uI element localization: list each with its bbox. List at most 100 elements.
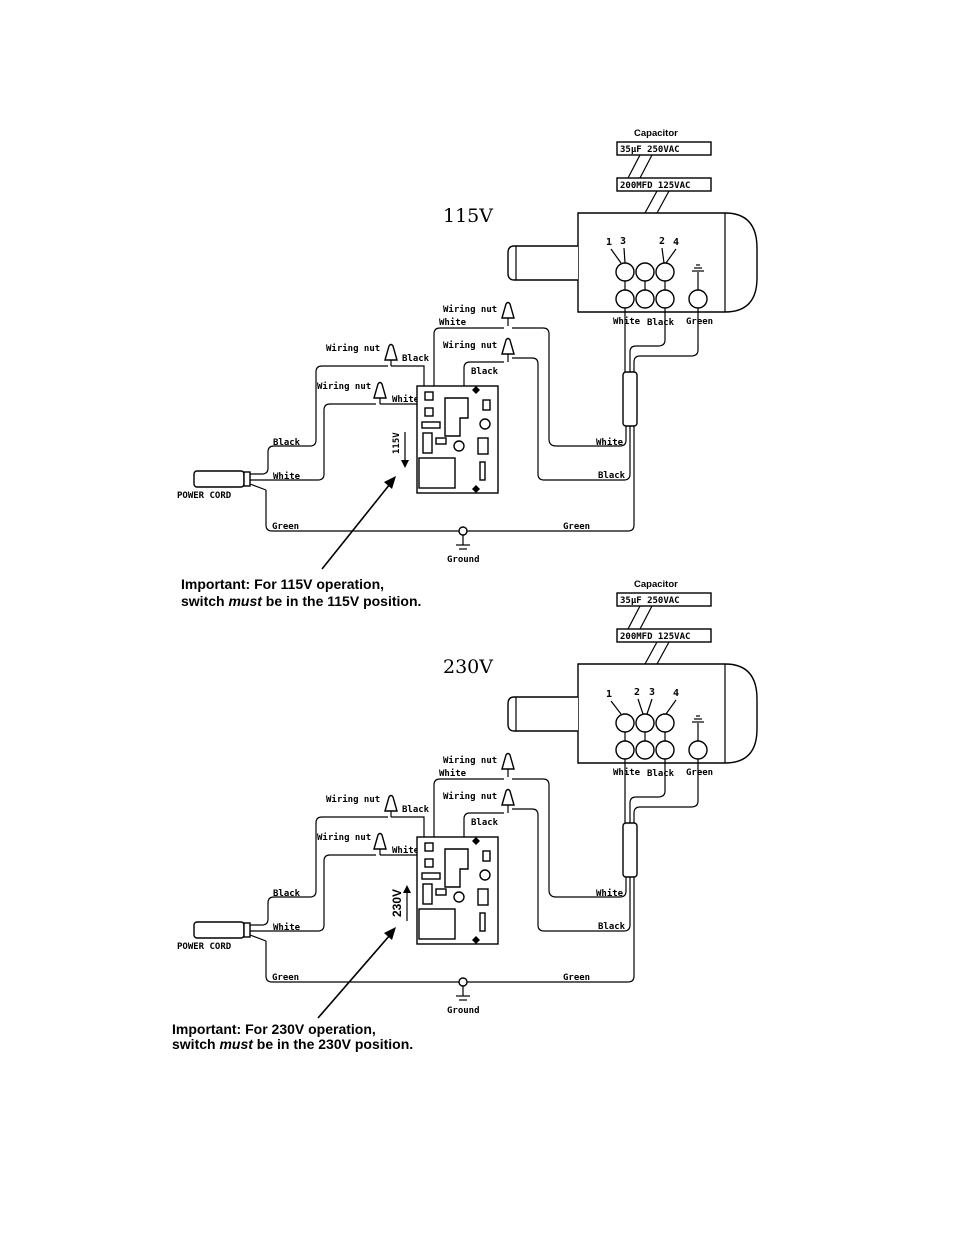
note-line-1: Important: For 230V operation, — [172, 1021, 376, 1037]
wire-right-black — [512, 357, 631, 481]
wiring-nut-label: Wiring nut — [443, 791, 497, 802]
terminal-number: 4 — [673, 237, 679, 248]
motor-lead-green: Green — [686, 317, 713, 327]
power-cord-label: POWER CORD — [177, 491, 232, 501]
wire-top-white — [433, 327, 504, 392]
wiring-nut-label: Wiring nut — [317, 832, 371, 843]
wiring-nut-label: Wiring nut — [317, 381, 371, 392]
voltage-switch — [422, 883, 433, 905]
wiring-nut-label: Wiring nut — [443, 340, 497, 351]
wiring-nut-label: Wiring nut — [326, 343, 380, 354]
wire-label-nut-black: Black — [471, 818, 499, 828]
wire-label-cord-green: Green — [272, 522, 299, 532]
motor-lead-black: Black — [647, 318, 675, 328]
pointer-arrow — [321, 483, 391, 570]
wire-top-white — [433, 778, 504, 843]
wire-green — [265, 426, 635, 532]
terminal-number: 2 — [634, 687, 640, 698]
wiring-nut — [501, 752, 515, 777]
wiring-nut-label: Wiring nut — [326, 794, 380, 805]
voltage-title: 230V — [443, 656, 493, 678]
switch-label: 230V — [390, 889, 404, 917]
pointer-arrowhead — [384, 476, 396, 489]
pointer-arrow — [317, 934, 391, 1019]
capacitor-lead — [644, 190, 658, 214]
capacitor-lead — [627, 154, 641, 179]
capacitor-rating-box-b — [616, 177, 712, 192]
switch-label: 115V — [392, 432, 402, 454]
lead-conduit — [622, 371, 638, 427]
voltage-title: 115V — [443, 205, 493, 227]
lead-conduit — [622, 822, 638, 878]
wire-label-nut-white: White — [392, 845, 420, 856]
wire-label-cord-green: Green — [272, 973, 299, 983]
wire-cord-black — [248, 365, 388, 475]
wiring-nut — [501, 788, 515, 813]
wire-label-nut-black: Black — [471, 367, 499, 377]
wire-label-right-white: White — [596, 888, 624, 899]
motor — [507, 663, 758, 764]
terminal-number: 3 — [649, 687, 655, 698]
diagram-230v: Capacitor 35µF 250VAC 200MFD 125VAC 230V… — [172, 579, 758, 1052]
wire-label-right-white: White — [596, 437, 624, 448]
pointer-arrowhead — [384, 927, 396, 940]
wiring-nut — [384, 794, 398, 817]
wire-label-cord-black: Black — [273, 889, 301, 899]
wire-label-cord-black: Black — [273, 438, 301, 448]
wiring-nut — [501, 337, 515, 362]
circuit-board — [416, 385, 499, 494]
capacitor-rating-box-b — [616, 628, 712, 643]
terminal-number: 3 — [620, 236, 626, 247]
capacitor-lead — [656, 190, 670, 214]
wire-right-black — [512, 808, 631, 932]
wire-label-nut-white: White — [392, 394, 420, 405]
motor-lead-black: Black — [647, 769, 675, 779]
terminal-number: 1 — [606, 689, 612, 700]
wiring-nut — [373, 381, 387, 404]
motor-black-lead — [629, 759, 666, 823]
wire-nut-black — [463, 361, 504, 386]
diagram-115v: Capacitor 35µF 250VAC 200MFD 125VAC 115V… — [177, 128, 758, 609]
wire-label-right-black: Black — [598, 922, 626, 932]
note-line-2: switch must be in the 115V position. — [181, 593, 421, 609]
motor-green-lead — [633, 759, 699, 823]
capacitor-rating-a: 35µF 250VAC — [620, 596, 680, 606]
capacitor-lead — [656, 641, 670, 665]
capacitor-rating-b: 200MFD 125VAC — [620, 632, 690, 642]
motor — [507, 212, 758, 313]
capacitor-heading: Capacitor — [634, 128, 678, 139]
motor-lead-green: Green — [686, 768, 713, 778]
wire-label-right-green: Green — [563, 522, 590, 532]
power-cord-label: POWER CORD — [177, 942, 232, 952]
wiring-nut-label: Wiring nut — [443, 755, 497, 766]
terminal-number: 1 — [606, 237, 612, 248]
wire-label-right-black: Black — [598, 471, 626, 481]
wiring-nut — [373, 832, 387, 855]
wire-right-white — [512, 778, 627, 898]
voltage-switch — [422, 432, 433, 454]
terminal-number: 4 — [673, 688, 679, 699]
wiring-nut — [384, 343, 398, 366]
motor-green-lead — [633, 308, 699, 372]
motor-black-lead — [629, 308, 666, 372]
power-cord-plug — [193, 921, 267, 942]
ground-label: Ground — [447, 1006, 480, 1016]
wire-cord-white — [248, 854, 376, 932]
wiring-nut — [501, 301, 515, 326]
switch-direction-arrowhead — [401, 460, 409, 468]
wire-right-white — [512, 327, 627, 447]
note-line-2: switch must be in the 230V position. — [172, 1036, 413, 1052]
wire-cord-black — [248, 816, 388, 926]
capacitor-heading: Capacitor — [634, 579, 678, 590]
capacitor-lead — [627, 605, 641, 630]
capacitor-rating-a: 35µF 250VAC — [620, 145, 680, 155]
wire-label-cord-white: White — [273, 471, 301, 482]
wire-label-nut-black-top: Black — [402, 354, 430, 364]
circuit-board — [416, 836, 499, 945]
terminal-number: 2 — [659, 236, 665, 247]
capacitor-rating-b: 200MFD 125VAC — [620, 181, 690, 191]
ground-symbol — [456, 526, 470, 550]
wire-label-right-green: Green — [563, 973, 590, 983]
ground-label: Ground — [447, 555, 480, 565]
